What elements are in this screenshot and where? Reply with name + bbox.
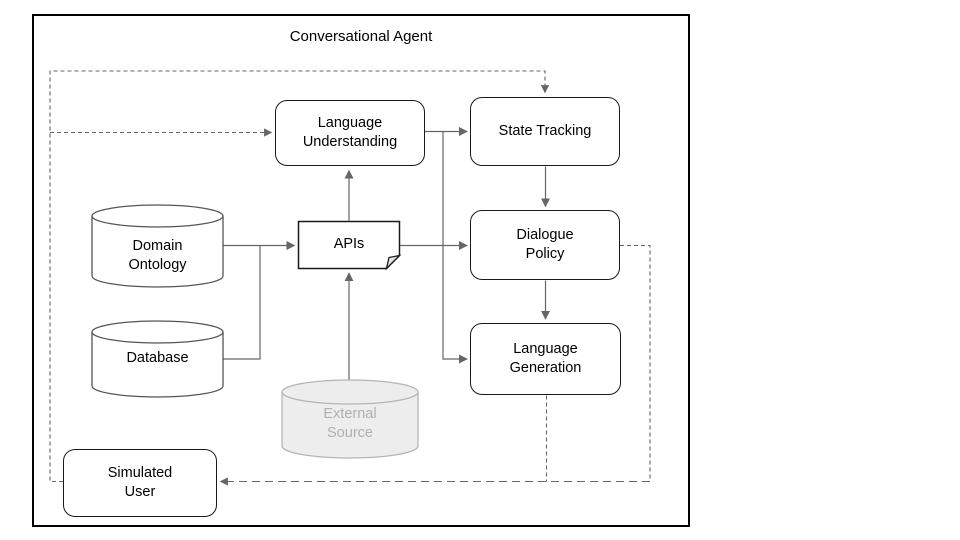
conversational-agent-frame — [32, 14, 690, 527]
node-language-generation-label: Language Generation — [509, 341, 582, 376]
external-source-cylinder — [281, 379, 419, 459]
node-domain-ontology-label: Domain Ontology — [128, 238, 187, 273]
node-dialogue-policy: Dialogue Policy — [470, 210, 620, 280]
domain-ontology-cylinder — [91, 204, 224, 288]
edge-dialogue-policy-to-simulated-user — [620, 244, 651, 482]
node-simulated-user: Simulated User — [63, 449, 217, 517]
node-dialogue-policy-label: Dialogue Policy — [516, 227, 574, 262]
diagram-title: Conversational Agent — [289, 28, 433, 45]
node-state-tracking: State Tracking — [470, 97, 620, 166]
node-language-understanding: Language Understanding — [275, 100, 425, 166]
node-external-source-label: External Source — [323, 406, 377, 441]
node-database-label: Database — [126, 349, 189, 366]
apis-document-shape — [297, 220, 402, 271]
node-state-tracking-label: State Tracking — [498, 123, 592, 140]
edge-simulated-user-to-state-tracking — [49, 70, 550, 483]
node-simulated-user-label: Simulated User — [107, 465, 173, 500]
database-cylinder — [91, 320, 224, 398]
node-language-understanding-label: Language Understanding — [302, 115, 398, 150]
node-apis-label: APIs — [333, 235, 365, 252]
edge-language-understanding-to-language-generation — [442, 131, 468, 364]
node-language-generation: Language Generation — [470, 323, 621, 395]
edge-database-to-apis — [223, 245, 261, 360]
